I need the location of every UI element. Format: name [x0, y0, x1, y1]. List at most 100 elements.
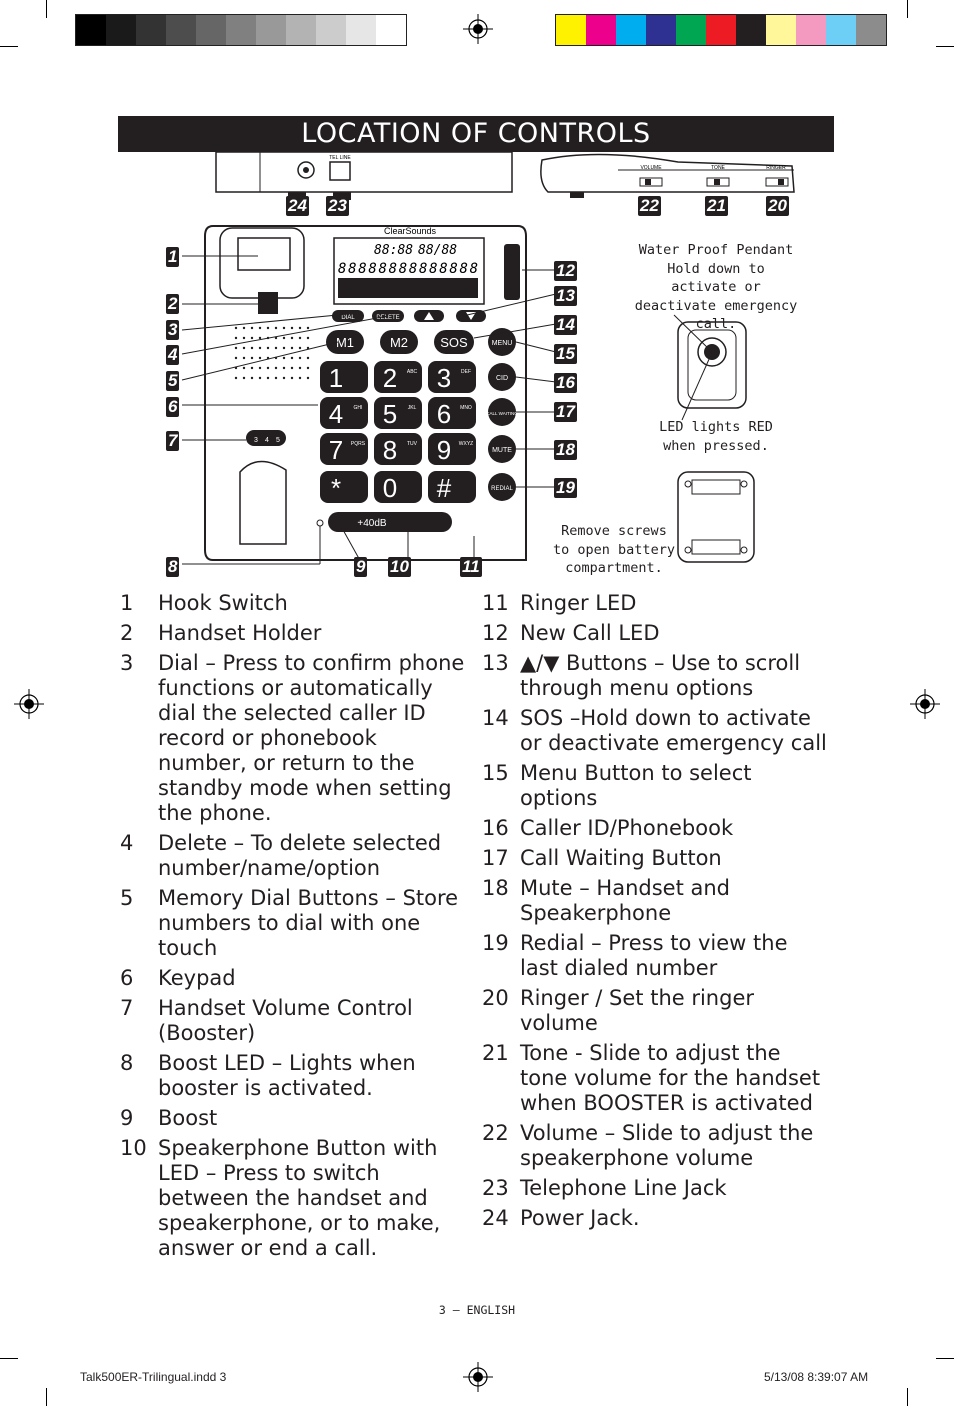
item-text: Keypad — [158, 966, 236, 990]
color-swatch — [136, 15, 166, 45]
color-swatch — [316, 15, 346, 45]
svg-text:MENU: MENU — [492, 340, 513, 347]
keypad-key-letters: ABC — [407, 369, 418, 375]
item-text: Ringer / Set the ringer volume — [520, 986, 755, 1035]
leader-lines — [181, 255, 557, 565]
item-number: 10 — [120, 1136, 147, 1160]
led-note: LED lights RED when pressed. — [659, 419, 773, 454]
item-text: Handset Volume Control (Booster) — [158, 996, 413, 1045]
callout-number: 24 — [286, 196, 309, 216]
list-item: 12 New Call LED — [482, 621, 828, 646]
color-swatch — [796, 15, 826, 45]
item-number: 4 — [120, 831, 134, 855]
svg-text:5: 5 — [276, 437, 280, 444]
item-text: Dial – Press to confirm phone functions … — [158, 651, 465, 825]
svg-text:88888888888888: 88888888888888 — [338, 261, 478, 277]
item-number: 24 — [482, 1206, 509, 1230]
item-text: Redial – Press to view the last dialed n… — [520, 931, 788, 980]
callout-number: 9 — [354, 557, 368, 577]
color-swatch — [286, 15, 316, 45]
color-swatch — [226, 15, 256, 45]
keypad-key — [320, 397, 368, 429]
title-banner: LOCATION OF CONTROLS — [118, 116, 834, 152]
svg-text:TONE: TONE — [711, 165, 725, 171]
registration-mark-icon — [463, 14, 493, 44]
keypad-key — [320, 433, 368, 465]
color-swatch — [586, 15, 616, 45]
callout-number: 10 — [388, 557, 411, 577]
svg-text:88/88: 88/88 — [418, 243, 457, 258]
back-panel-illustration: TEL LINE — [215, 152, 513, 200]
slug-date: 5/13/08 8:39:07 AM — [764, 1370, 869, 1384]
color-swatch — [196, 15, 226, 45]
svg-text:M1: M1 — [336, 335, 354, 350]
keypad-key-label: 5 — [383, 399, 397, 429]
page-title: LOCATION OF CONTROLS — [301, 118, 651, 149]
color-swatch — [376, 15, 406, 45]
tel-line-label: TEL LINE — [329, 155, 351, 161]
keypad-key — [320, 471, 368, 503]
keypad-key-letters: GHI — [354, 405, 363, 411]
item-number: 3 — [120, 651, 134, 675]
item-text: Power Jack. — [520, 1206, 640, 1230]
keypad-key-label: 4 — [329, 399, 343, 429]
item-number: 11 — [482, 591, 509, 615]
item-number: 5 — [120, 886, 134, 910]
svg-text:REDIAL: REDIAL — [491, 486, 513, 492]
callout-number: 6 — [166, 397, 180, 417]
keypad-key-letters: PQRS — [351, 441, 366, 447]
item-number: 14 — [482, 706, 509, 730]
color-swatch — [826, 15, 856, 45]
item-text: Telephone Line Jack — [520, 1176, 727, 1200]
color-swatch — [706, 15, 736, 45]
item-number: 12 — [482, 621, 509, 645]
list-item: 20 Ringer / Set the ringer volume — [482, 986, 828, 1036]
svg-text:MUTE: MUTE — [492, 447, 512, 454]
registration-mark-icon — [463, 1362, 493, 1392]
keypad-key-label: 2 — [383, 363, 397, 393]
color-swatch — [256, 15, 286, 45]
color-swatch — [676, 15, 706, 45]
svg-text:DELETE: DELETE — [376, 315, 399, 321]
item-text: Menu Button to select options — [520, 761, 752, 810]
item-text: Mute – Handset and Speakerphone — [520, 876, 731, 925]
svg-text:DIAL: DIAL — [341, 315, 355, 321]
item-number: 18 — [482, 876, 509, 900]
item-text: Volume – Slide to adjust the speakerphon… — [520, 1121, 814, 1170]
color-swatch — [346, 15, 376, 45]
color-swatch — [556, 15, 586, 45]
svg-text:SOS: SOS — [440, 335, 468, 350]
list-item: 24 Power Jack. — [482, 1206, 828, 1231]
svg-text:VOLUME: VOLUME — [640, 165, 662, 171]
keypad-key — [374, 433, 422, 465]
callout-number: 17 — [554, 402, 577, 422]
color-swatch — [736, 15, 766, 45]
color-swatch — [106, 15, 136, 45]
item-number: 9 — [120, 1106, 134, 1130]
keypad-key-label: 8 — [383, 435, 397, 465]
svg-text:M2: M2 — [390, 335, 408, 350]
callout-number: 8 — [166, 557, 180, 577]
callout-number: 22 — [638, 196, 661, 216]
list-item: 3 Dial – Press to confirm phone functions… — [118, 651, 470, 826]
svg-text:+40dB: +40dB — [357, 518, 387, 529]
keypad-key-label: 0 — [383, 473, 397, 503]
keypad-key — [374, 471, 422, 503]
callout-number: 23 — [326, 196, 349, 216]
item-number: 17 — [482, 846, 509, 870]
keypad-key-letters: TUV — [407, 441, 418, 447]
item-text: New Call LED — [520, 621, 660, 645]
color-calibration-bar — [555, 14, 887, 46]
item-number: 20 — [482, 986, 509, 1010]
keypad-key-label: 3 — [437, 363, 451, 393]
